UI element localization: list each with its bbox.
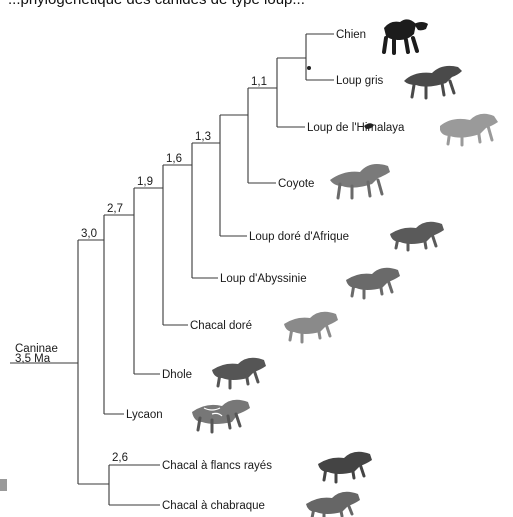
node-ages: 3,0 2,7 1,9 1,6 1,3 1,1 2,6: [81, 76, 267, 464]
dog-icon: [382, 19, 428, 55]
header-fragment: ...phylogénétique des canidés de type lo…: [8, 0, 305, 8]
node-age-label: 1,1: [251, 76, 267, 88]
node-age-label: 1,9: [137, 176, 153, 188]
small-animal-silhouette: [364, 123, 374, 129]
african-wild-dog-icon: [192, 399, 250, 434]
animal-icons: [192, 19, 498, 517]
taxon-label: Chien: [336, 29, 366, 41]
root-age: 3,5 Ma: [15, 353, 51, 365]
taxon-label: Coyote: [278, 178, 314, 190]
node-age-label: 1,6: [166, 153, 182, 165]
golden-jackal-icon: [284, 311, 338, 344]
ethiopian-wolf-icon: [346, 267, 400, 300]
taxon-label: Dhole: [162, 369, 192, 381]
taxon-label: Chacal doré: [190, 320, 252, 332]
coyote-icon: [330, 164, 390, 200]
root-label: Caninae 3,5 Ma: [15, 343, 58, 365]
node-age-label: 1,3: [195, 131, 211, 143]
marker-dot: [307, 66, 311, 70]
taxon-label: Loup de l'Himalaya: [307, 122, 405, 134]
taxon-label: Loup doré d'Afrique: [249, 231, 349, 243]
himalayan-wolf-icon: [440, 113, 498, 147]
side-striped-jackal-icon: [318, 451, 372, 484]
root-name: Caninae: [15, 343, 58, 355]
tree-branches: [10, 33, 334, 506]
node-age-label: 2,7: [107, 203, 123, 215]
node-age-label: 3,0: [81, 228, 97, 240]
dhole-icon: [212, 357, 266, 390]
node-age-label: 2,6: [112, 452, 128, 464]
taxon-label: Chacal à chabraque: [162, 500, 265, 512]
taxon-label: Chacal à flancs rayés: [162, 460, 272, 472]
corner-mark: [0, 479, 7, 491]
taxon-label: Lycaon: [126, 409, 163, 421]
taxon-label: Loup d'Abyssinie: [220, 273, 307, 285]
taxon-label: Loup gris: [336, 75, 384, 87]
grey-wolf-icon: [404, 65, 462, 100]
taxon-labels: Chien Loup gris Loup de l'Himalaya Coyot…: [126, 29, 405, 512]
cropped-header-text: ...phylogénétique des canidés de type lo…: [0, 0, 513, 14]
african-golden-wolf-icon: [390, 221, 444, 252]
black-backed-jackal-icon: [306, 491, 360, 517]
